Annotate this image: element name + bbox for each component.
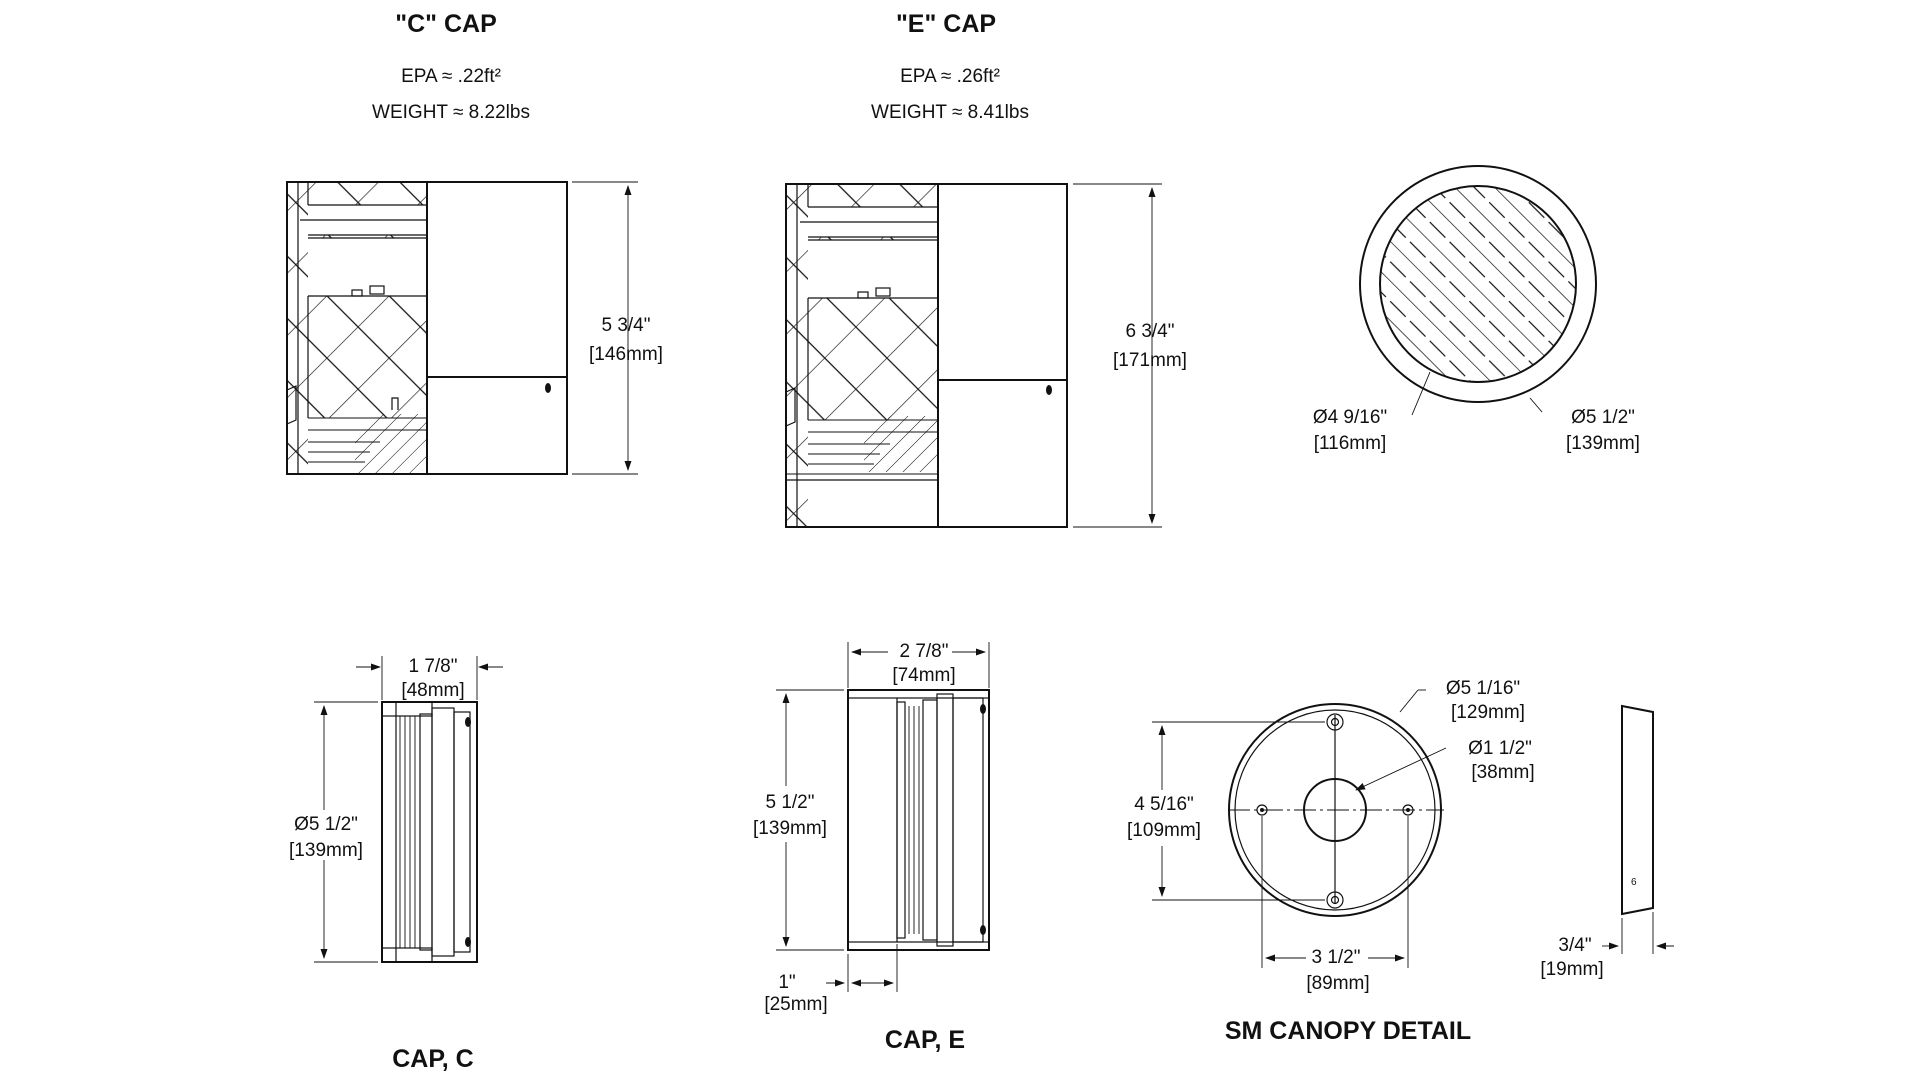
cap-c-width-mm: [48mm] <box>401 680 464 701</box>
cap-e-label: CAP, E <box>885 1026 965 1054</box>
e-cap-height-in: 6 3/4" <box>1125 321 1174 342</box>
canopy-depth-in: 3/4" <box>1558 935 1591 956</box>
cap-e-side-view: 2 7/8" [74mm] 5 1/2" [139mm] 1" [25mm] C… <box>753 641 990 1054</box>
e-cap-title: "E" CAP <box>896 10 996 38</box>
canopy-side-profile: 6 3/4" [19mm] <box>1540 704 1674 980</box>
c-cap-epa: EPA ≈ .22ft² <box>401 66 501 87</box>
e-cap-section: "E" CAP EPA ≈ .26ft² WEIGHT ≈ 8.41lbs <box>785 10 1187 528</box>
canopy-horizontal-in: 3 1/2" <box>1311 947 1360 968</box>
canopy-outer-dia-mm: [129mm] <box>1451 702 1525 723</box>
canopy-hole-dia-in: Ø1 1/2" <box>1468 738 1532 759</box>
top-view-inner-dia-in: Ø4 9/16" <box>1313 407 1387 428</box>
mounting-hole <box>1402 804 1414 816</box>
cap-c-dia-in: Ø5 1/2" <box>294 814 358 835</box>
canopy-vertical-mm: [109mm] <box>1127 820 1201 841</box>
e-cap-epa: EPA ≈ .26ft² <box>900 66 1000 87</box>
mounting-hole <box>1326 891 1344 909</box>
top-view-outer-dia-in: Ø5 1/2" <box>1571 407 1635 428</box>
top-view: Ø4 9/16" [116mm] Ø5 1/2" [139mm] <box>1313 165 1640 454</box>
cap-c-side-view: 1 7/8" [48mm] Ø5 1/2" [139mm] CAP, C <box>289 656 503 1073</box>
top-view-inner-dia-mm: [116mm] <box>1314 433 1387 454</box>
cap-e-offset-mm: [25mm] <box>764 994 827 1015</box>
canopy-depth-mm: [19mm] <box>1540 959 1603 980</box>
cap-e-offset-in: 1" <box>778 972 795 993</box>
c-cap-title: "C" CAP <box>395 10 497 38</box>
cap-e-height-mm: [139mm] <box>753 818 827 839</box>
e-cap-elevation <box>785 183 1068 528</box>
c-cap-elevation <box>286 181 568 475</box>
cap-e-width-in: 2 7/8" <box>899 641 948 662</box>
e-cap-height-mm: [171mm] <box>1113 350 1187 371</box>
cap-c-width-in: 1 7/8" <box>408 656 457 677</box>
canopy-side-mark: 6 <box>1631 877 1637 888</box>
canopy-detail: 4 5/16" [109mm] 3 1/2" [89mm] Ø5 1/16" [… <box>1127 678 1535 1045</box>
canopy-vertical-in: 4 5/16" <box>1134 794 1194 815</box>
canopy-outer-dia-in: Ø5 1/16" <box>1446 678 1520 699</box>
e-cap-weight: WEIGHT ≈ 8.41lbs <box>871 102 1029 123</box>
mounting-hole <box>1256 804 1268 816</box>
c-cap-height-in: 5 3/4" <box>601 315 650 336</box>
cap-e-width-mm: [74mm] <box>892 665 955 686</box>
e-cap-height-dimension: 6 3/4" [171mm] <box>1073 183 1187 528</box>
mounting-hole <box>1326 713 1344 731</box>
canopy-hole-dia-mm: [38mm] <box>1471 762 1534 783</box>
cap-c-label: CAP, C <box>392 1045 474 1073</box>
c-cap-weight: WEIGHT ≈ 8.22lbs <box>372 102 530 123</box>
c-cap-height-dimension: 5 3/4" [146mm] <box>572 181 663 475</box>
c-cap-height-mm: [146mm] <box>589 344 663 365</box>
cap-c-dia-mm: [139mm] <box>289 840 363 861</box>
canopy-horizontal-mm: [89mm] <box>1306 973 1369 994</box>
c-cap-section: "C" CAP EPA ≈ .22ft² WEIGHT ≈ 8.22lbs <box>286 10 663 475</box>
canopy-label: SM CANOPY DETAIL <box>1225 1017 1471 1045</box>
cap-e-height-in: 5 1/2" <box>765 792 814 813</box>
top-view-outer-dia-mm: [139mm] <box>1566 433 1640 454</box>
